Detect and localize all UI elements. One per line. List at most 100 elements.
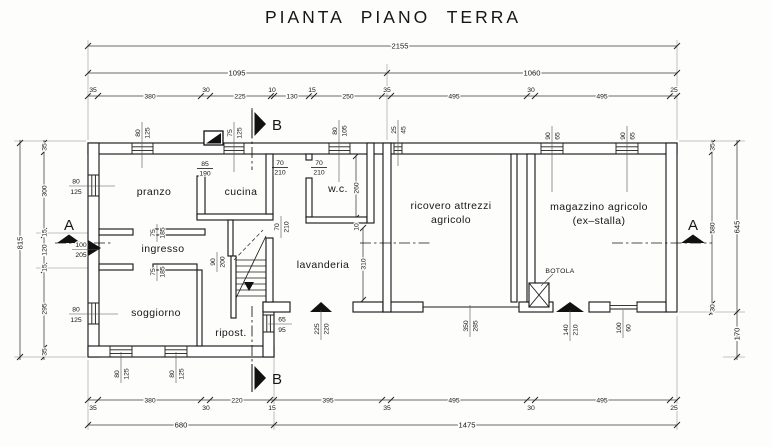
room-label-wc: w.c. [327,183,348,195]
section-marker-b-top: B [251,110,282,138]
stair-direction-arrow [244,282,254,291]
room-label-botola: BOTOLA [545,268,574,275]
svg-text:90: 90 [545,132,552,140]
svg-text:65: 65 [278,317,286,324]
svg-text:25: 25 [670,405,678,412]
svg-text:70: 70 [276,160,284,167]
svg-text:130: 130 [286,94,298,101]
svg-text:70: 70 [315,160,323,167]
svg-text:125: 125 [70,189,82,196]
wall-ingresso-soggiorno-a [98,263,134,271]
room-label-magazzino-1: magazzino agricolo [550,201,648,213]
svg-text:125: 125 [70,317,82,324]
wall-wc-left [305,177,313,218]
svg-text:300: 300 [41,185,48,197]
svg-text:30: 30 [527,405,535,412]
svg-text:190: 190 [199,171,211,178]
room-label-ripostiglio: ripost. [215,327,246,339]
wall-cucina-bottom [196,213,274,221]
svg-text:1475: 1475 [459,421,476,430]
svg-text:220: 220 [231,398,243,405]
svg-text:140: 140 [563,324,570,336]
section-marker-a-right: A [681,217,705,243]
svg-text:35: 35 [89,87,97,94]
wall-ricovero-right [510,153,518,303]
svg-text:35: 35 [709,143,716,151]
svg-text:495: 495 [596,398,608,405]
svg-text:30: 30 [202,87,210,94]
svg-text:170: 170 [733,328,742,341]
svg-text:210: 210 [274,170,286,177]
svg-text:260: 260 [353,182,360,194]
stair-rail-wall [230,255,237,319]
svg-text:95: 95 [278,327,286,334]
window-magazzino-bottom [609,302,638,312]
magazzino-door-arrow [556,302,584,312]
svg-text:495: 495 [448,398,460,405]
room-label-ingresso: ingresso [142,243,185,255]
stair-cut-line [233,229,264,261]
svg-text:210: 210 [572,324,579,336]
svg-text:120: 120 [41,244,48,256]
section-arrow-a-right [681,234,705,243]
svg-text:35: 35 [41,348,48,356]
svg-text:250: 250 [342,94,354,101]
svg-text:90: 90 [210,258,217,266]
window-top-wc [328,143,351,154]
svg-text:125: 125 [236,127,243,139]
section-letter: A [688,217,698,234]
dimension-texts: 2155 1095 1060 35 380 30 225 10 130 15 2… [14,40,743,431]
svg-text:495: 495 [596,94,608,101]
svg-text:2155: 2155 [392,42,409,51]
svg-text:1060: 1060 [524,69,541,78]
svg-text:1095: 1095 [229,69,246,78]
wall-soggiorno-right [196,269,203,347]
svg-text:125: 125 [178,368,185,380]
section-arrow-a-left [57,234,81,243]
svg-text:310: 310 [360,258,367,270]
svg-text:645: 645 [733,221,742,234]
wall-ingresso-soggiorno-b [152,263,198,271]
svg-text:30: 30 [202,405,210,412]
svg-text:225: 225 [314,323,321,335]
svg-text:185: 185 [159,266,166,278]
svg-text:75: 75 [150,268,157,276]
opening-witness-lines [69,120,628,383]
door-markers [88,240,584,312]
svg-text:205: 205 [75,252,87,259]
svg-text:75: 75 [227,129,234,137]
window-left-pranzo [88,174,99,197]
svg-text:100: 100 [75,242,87,249]
svg-text:35: 35 [383,87,391,94]
svg-text:680: 680 [175,421,188,430]
svg-text:35: 35 [41,143,48,151]
botola-trapdoor [528,273,554,308]
wall-wc-bottom [305,216,368,224]
staircase [230,229,267,319]
svg-text:80: 80 [169,370,176,378]
svg-text:10: 10 [353,223,360,231]
entrance-door-arrow [88,240,101,256]
svg-text:60: 60 [625,324,632,332]
section-letter: B [272,117,282,134]
chimney-symbol [203,130,224,146]
svg-text:90: 90 [620,132,627,140]
room-label-soggiorno: soggiorno [131,307,181,319]
section-arrow-b-bottom [254,366,266,390]
svg-text:30: 30 [527,87,535,94]
svg-text:15: 15 [41,264,48,272]
svg-text:80: 80 [114,370,121,378]
svg-text:125: 125 [123,368,130,380]
wall-lavanderia-bottom-right [352,301,384,313]
